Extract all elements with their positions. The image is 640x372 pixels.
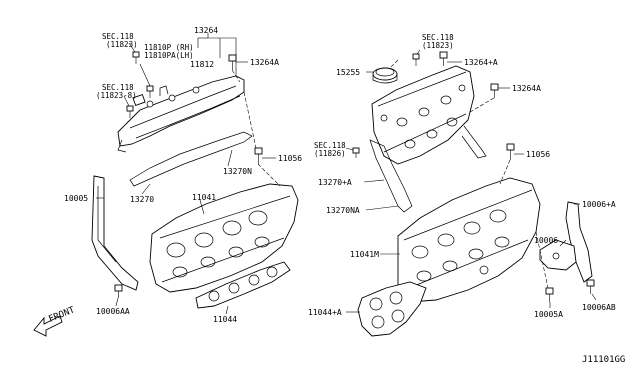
- bolt-10006ab: [586, 279, 595, 294]
- bolt-sec118-right: [352, 53, 420, 158]
- bolt-10006aa: [114, 284, 123, 298]
- left-leader-lines: [96, 33, 281, 315]
- bolt-10005a: [545, 287, 554, 302]
- oil-filler-cap: [372, 67, 398, 84]
- label-13270-plus-a: 13270+A: [318, 178, 352, 187]
- label-sec118-11826-sub: (11826): [314, 149, 346, 158]
- label-10006ab: 10006AB: [582, 303, 616, 312]
- bolt-13264a-right: [490, 83, 499, 98]
- label-sec118-top: SEC.118: [102, 32, 134, 41]
- label-11041: 11041: [192, 193, 216, 202]
- bolt-sec118-left: [126, 51, 154, 118]
- label-sec118-8-sub: (11823-8): [96, 91, 137, 100]
- right-leader-lines: [345, 49, 597, 313]
- label-11044: 11044: [213, 315, 237, 324]
- label-13264a-right: 13264A: [512, 84, 541, 93]
- label-13270na: 13270NA: [326, 206, 360, 215]
- right-valve-cover: [371, 65, 475, 165]
- label-11056-left: 11056: [278, 154, 302, 163]
- label-13264a-left: 13264A: [250, 58, 279, 67]
- label-11810p-rh: 11810P (RH): [144, 43, 194, 52]
- label-10005: 10005: [64, 194, 88, 203]
- left-head-gasket: [195, 261, 291, 309]
- label-13264-plus-a: 13264+A: [464, 58, 498, 67]
- label-11041m: 11041M: [350, 250, 379, 259]
- label-13270n: 13270N: [223, 167, 252, 176]
- label-11044-plus-a: 11044+A: [308, 308, 342, 317]
- left-cylinder-head: [149, 183, 299, 293]
- label-10006: 10006: [534, 236, 558, 245]
- right-cylinder-head: [397, 177, 541, 303]
- label-sec118-top-sub: (11823): [106, 40, 138, 49]
- label-sec118-right: SEC.118: [422, 33, 454, 42]
- right-head-gasket: [357, 281, 427, 337]
- label-13264: 13264: [194, 26, 218, 35]
- bolt-11056-right: [506, 143, 515, 160]
- label-sec118-8: SEC.118: [102, 83, 134, 92]
- label-11812: 11812: [190, 60, 214, 69]
- bolt-13264-plus-a: [439, 51, 448, 66]
- front-arrow-icon: [33, 315, 63, 337]
- bolt-11056-left: [254, 147, 263, 164]
- diagram-id: J11101GG: [582, 355, 625, 365]
- label-10006-plus-a: 10006+A: [582, 200, 616, 209]
- label-13270: 13270: [130, 195, 154, 204]
- left-valve-cover: [117, 75, 245, 153]
- label-11056-right: 11056: [526, 150, 550, 159]
- label-sec118-right-sub: (11823): [422, 41, 454, 50]
- label-10005a: 10005A: [534, 310, 563, 319]
- left-engine-bracket: [91, 175, 139, 291]
- label-15255: 15255: [336, 68, 360, 77]
- label-10006aa: 10006AA: [96, 307, 130, 316]
- bolt-13264a-left: [228, 54, 237, 70]
- right-valve-cover-gasket: [369, 125, 487, 213]
- left-valve-cover-gasket: [129, 131, 253, 187]
- label-sec118-11826: SEC.118: [314, 141, 346, 150]
- label-11810pa-lh: 11810PA(LH): [144, 51, 194, 60]
- right-engine-bracket: [539, 201, 593, 283]
